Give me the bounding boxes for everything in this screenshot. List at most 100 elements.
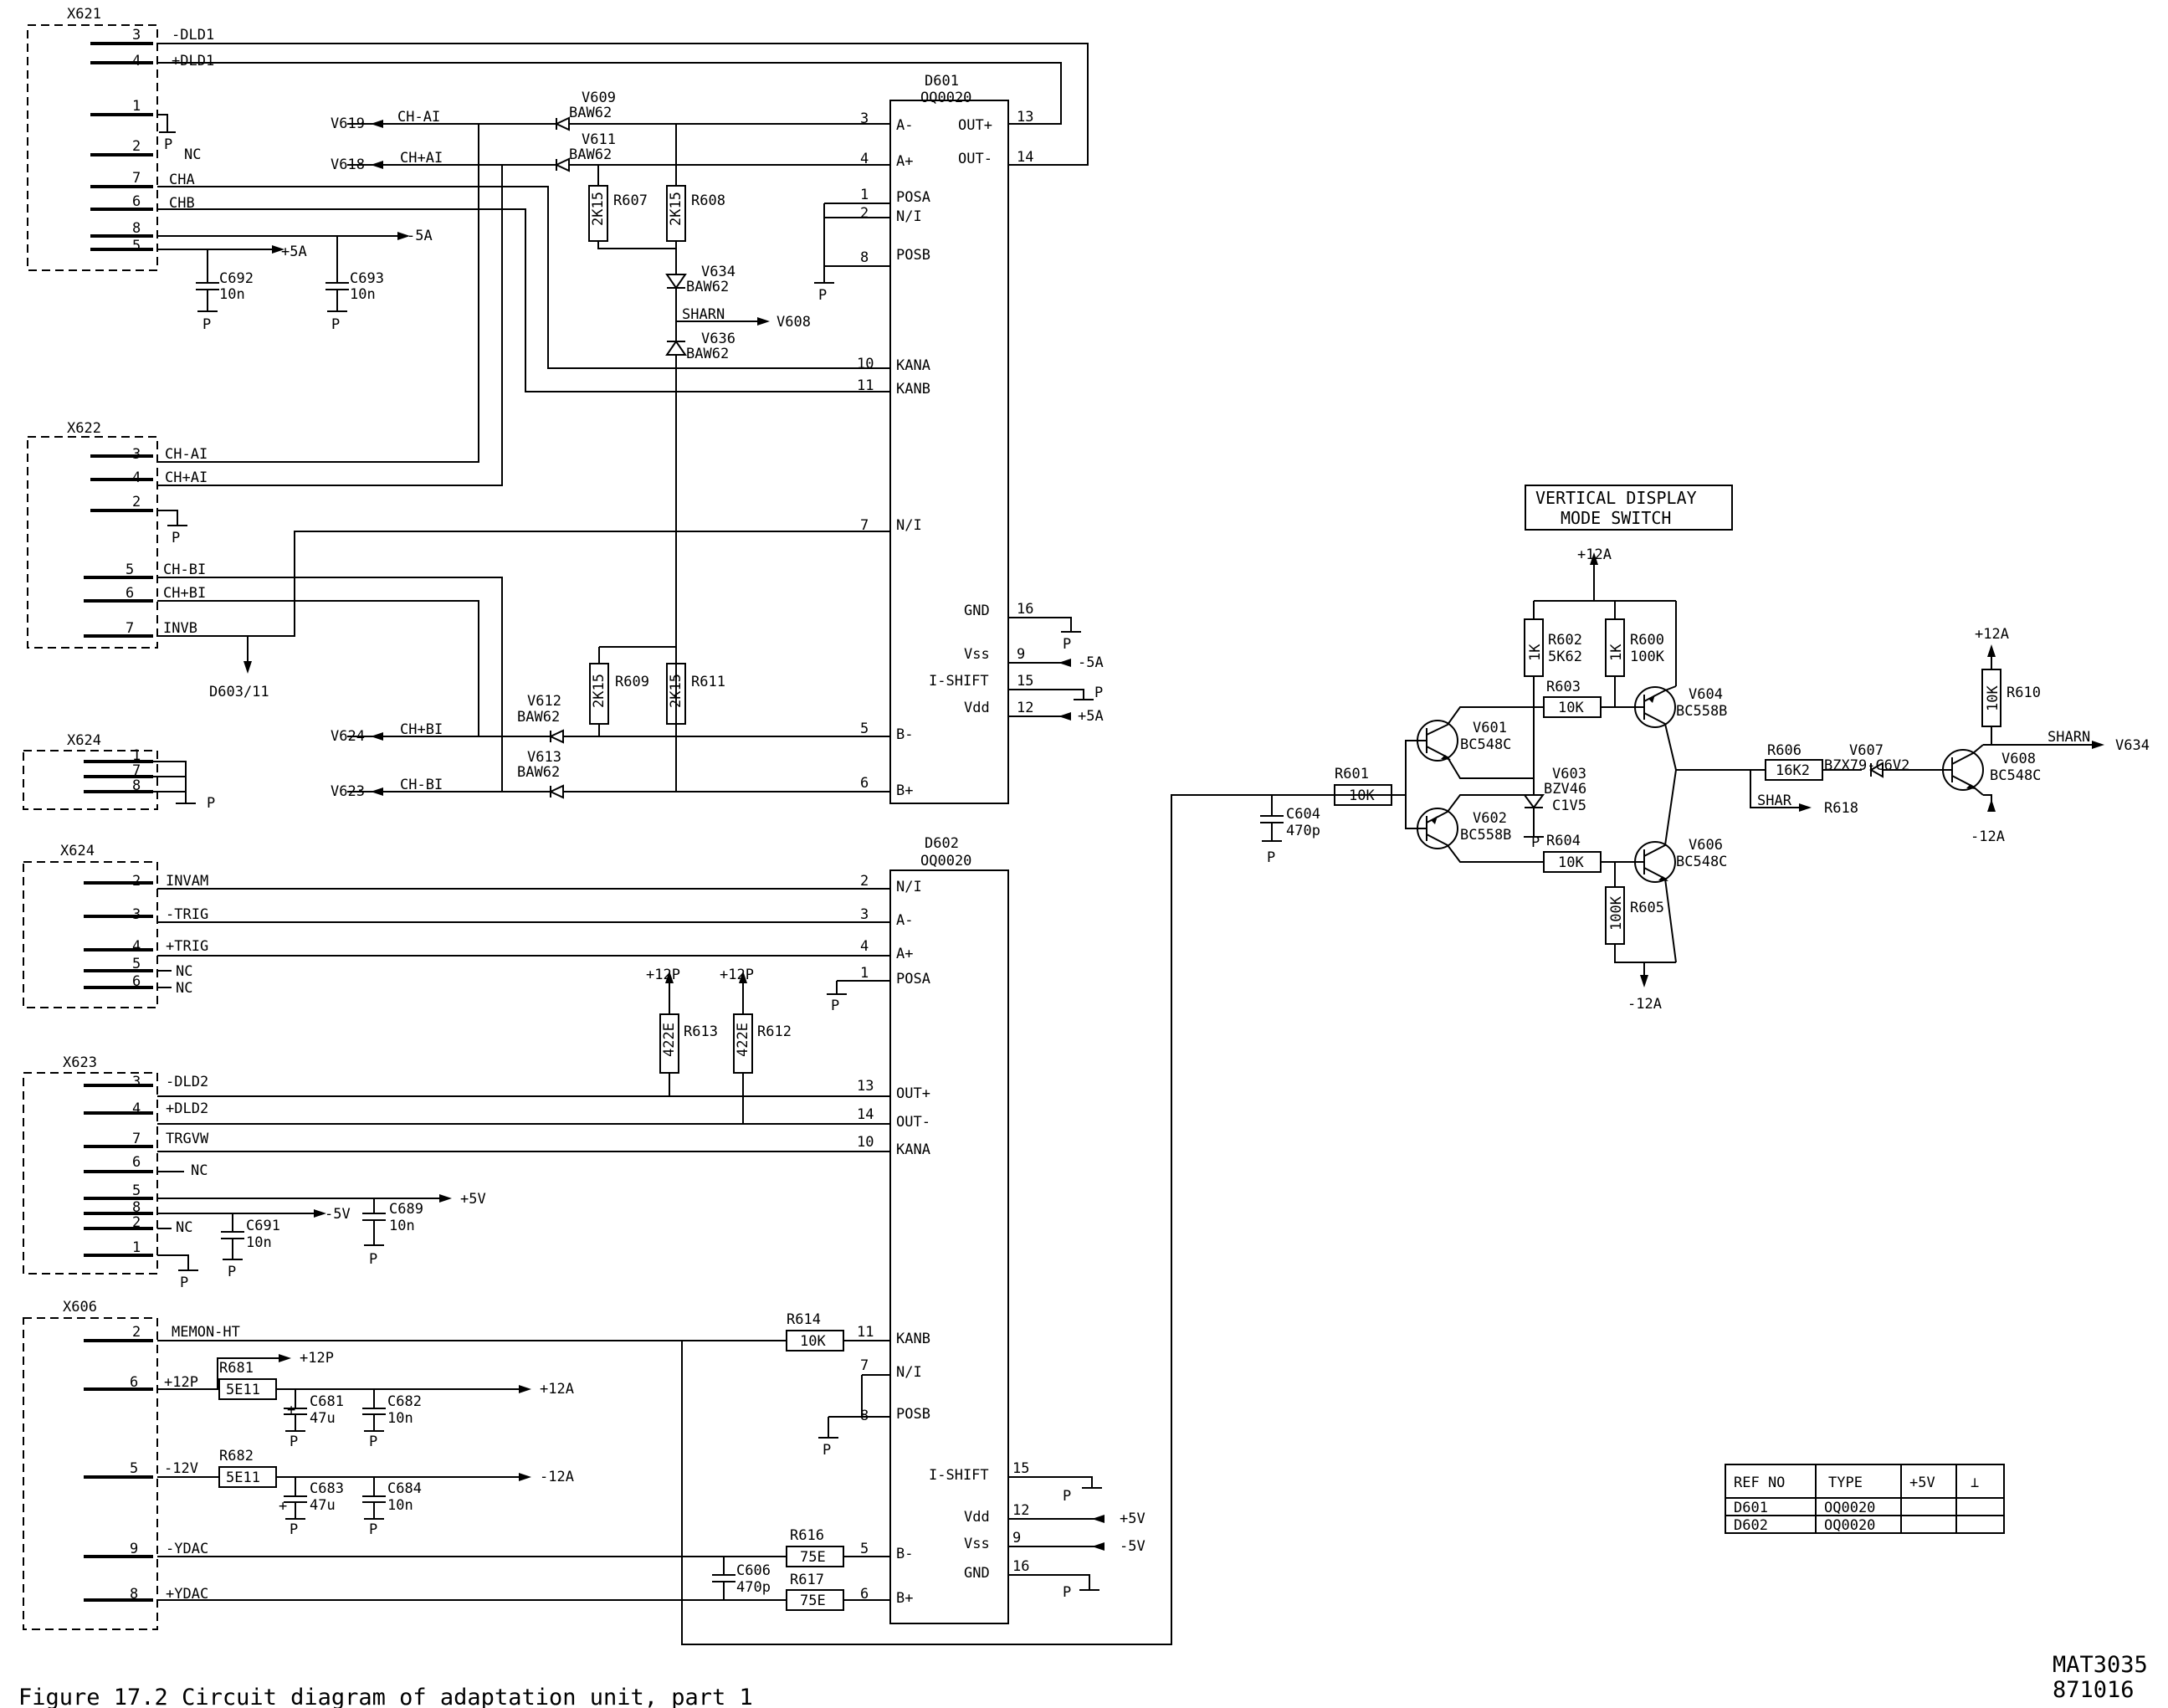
svg-text:X621: X621 — [67, 6, 101, 23]
svg-text:+YDAC: +YDAC — [166, 1586, 208, 1603]
connector-x622: X622 3 4 2 5 6 7 CH-AI CH+AI CH-BI CH+BI… — [27, 420, 208, 649]
svg-text:47u: 47u — [310, 1410, 336, 1427]
svg-text:+12P: +12P — [646, 967, 680, 983]
connector-x624: X624 2 3 4 5 6 INVAM -TRIG +TRIG NC NC — [23, 843, 208, 1008]
svg-text:R682: R682 — [219, 1448, 254, 1464]
svg-text:V603: V603 — [1552, 766, 1586, 782]
svg-text:5: 5 — [860, 1541, 869, 1557]
svg-text:BZV46: BZV46 — [1544, 781, 1586, 798]
svg-text:R600: R600 — [1630, 632, 1664, 649]
svg-text:BC558B: BC558B — [1676, 703, 1727, 720]
svg-text:12: 12 — [1012, 1502, 1029, 1519]
connector-x623: X623 3 4 7 6 5 8 2 1 -DLD2 +DLD2 TRGVW N… — [23, 1054, 209, 1275]
svg-text:6: 6 — [860, 775, 869, 792]
svg-text:2: 2 — [860, 205, 869, 222]
svg-text:5: 5 — [126, 562, 134, 578]
svg-text:1K: 1K — [1527, 644, 1544, 661]
svg-text:12: 12 — [1017, 700, 1033, 716]
svg-text:V636: V636 — [701, 331, 735, 347]
svg-text:P: P — [369, 1434, 377, 1450]
svg-text:-DLD2: -DLD2 — [166, 1074, 208, 1090]
svg-text:BAW62: BAW62 — [569, 105, 612, 121]
svg-text:C682: C682 — [387, 1393, 422, 1410]
svg-text:-12A: -12A — [540, 1469, 574, 1485]
svg-text:+5V: +5V — [1909, 1475, 1935, 1491]
svg-text:-12A: -12A — [1971, 828, 2005, 845]
svg-text:N/I: N/I — [896, 517, 922, 534]
svg-text:BAW62: BAW62 — [569, 146, 612, 163]
svg-text:-5A: -5A — [1078, 654, 1104, 671]
svg-text:R607: R607 — [613, 192, 648, 209]
svg-text:C684: C684 — [387, 1480, 422, 1497]
svg-text:X624: X624 — [67, 732, 101, 749]
svg-text:P: P — [290, 1521, 298, 1538]
svg-text:V618: V618 — [331, 156, 365, 173]
svg-text:5: 5 — [860, 721, 869, 737]
svg-text:CH-AI: CH-AI — [165, 446, 208, 463]
svg-text:SHAR: SHAR — [1757, 792, 1792, 809]
svg-text:C683: C683 — [310, 1480, 344, 1497]
svg-text:422E: 422E — [661, 1023, 678, 1057]
svg-text:BAW62: BAW62 — [517, 709, 560, 726]
svg-text:4: 4 — [860, 938, 869, 955]
svg-text:CH+BI: CH+BI — [163, 585, 206, 602]
connector-x621: X621 3 4 1 2 7 6 8 5 -DLD1 +DLD1 NC CHA … — [27, 6, 214, 271]
svg-text:P: P — [202, 316, 211, 333]
svg-text:422E: 422E — [735, 1023, 751, 1057]
svg-text:R616: R616 — [790, 1527, 824, 1544]
svg-text:NC: NC — [176, 980, 192, 997]
svg-text:POSB: POSB — [896, 247, 930, 264]
svg-text:C691: C691 — [246, 1218, 280, 1234]
svg-text:1: 1 — [132, 747, 141, 764]
svg-text:CH+AI: CH+AI — [400, 150, 443, 167]
svg-text:10n: 10n — [350, 286, 376, 303]
svg-text:1: 1 — [132, 1239, 141, 1256]
svg-text:6: 6 — [860, 1586, 869, 1603]
svg-text:7: 7 — [860, 517, 869, 534]
svg-text:D602: D602 — [925, 835, 959, 852]
svg-text:3: 3 — [132, 906, 141, 923]
svg-text:+5V: +5V — [460, 1191, 486, 1208]
svg-text:-12V: -12V — [164, 1460, 198, 1477]
svg-text:MODE SWITCH: MODE SWITCH — [1561, 508, 1671, 528]
svg-text:BC548C: BC548C — [1460, 736, 1511, 753]
svg-text:11: 11 — [857, 1324, 874, 1341]
reference-table: REF NO TYPE +5V ⊥ D601 OQ0020 D602 OQ002… — [1725, 1464, 2005, 1534]
svg-text:MEMON-HT: MEMON-HT — [172, 1324, 240, 1341]
svg-text:D601: D601 — [925, 73, 959, 90]
svg-text:OUT-: OUT- — [958, 151, 992, 167]
svg-text:+12A: +12A — [1577, 546, 1612, 563]
drawing-code: MAT3035 — [2053, 1652, 2148, 1678]
svg-text:4: 4 — [132, 53, 141, 69]
svg-text:470p: 470p — [1286, 823, 1320, 839]
svg-text:CH+BI: CH+BI — [400, 721, 443, 738]
drawing-date: 871016 — [2053, 1677, 2135, 1703]
svg-text:V624: V624 — [331, 728, 365, 745]
svg-text:+12A: +12A — [1975, 626, 2009, 643]
svg-text:KANB: KANB — [896, 381, 930, 398]
svg-text:6: 6 — [132, 1154, 141, 1171]
svg-text:SHARN: SHARN — [2048, 729, 2090, 746]
svg-text:VERTICAL DISPLAY: VERTICAL DISPLAY — [1535, 488, 1697, 508]
svg-text:+5A: +5A — [281, 244, 307, 260]
svg-text:R611: R611 — [691, 674, 725, 690]
figure-caption: Figure 17.2 Circuit diagram of adaptatio… — [18, 1685, 753, 1708]
svg-text:V608: V608 — [2001, 751, 2036, 767]
svg-text:CH+AI: CH+AI — [165, 469, 208, 486]
svg-text:R610: R610 — [2007, 685, 2041, 701]
svg-text:OQ0020: OQ0020 — [920, 90, 971, 106]
svg-text:NC: NC — [176, 1219, 192, 1236]
svg-text:B+: B+ — [896, 782, 913, 799]
svg-text:1: 1 — [860, 965, 869, 982]
svg-text:N/I: N/I — [896, 208, 922, 225]
svg-text:N/I: N/I — [896, 879, 922, 895]
svg-text:8: 8 — [860, 249, 869, 266]
svg-text:D602: D602 — [1734, 1517, 1768, 1534]
svg-text:10K: 10K — [800, 1333, 826, 1350]
svg-text:2K15: 2K15 — [591, 674, 607, 708]
svg-text:9: 9 — [130, 1541, 138, 1557]
svg-text:D603/11: D603/11 — [209, 684, 269, 700]
svg-text:+5A: +5A — [1078, 708, 1104, 725]
svg-text:POSA: POSA — [896, 189, 930, 206]
svg-text:P: P — [1063, 636, 1071, 653]
